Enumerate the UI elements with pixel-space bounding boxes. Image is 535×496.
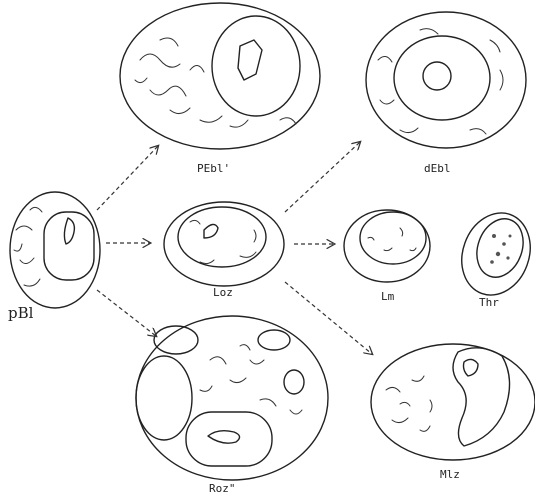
Mlz-nucleolus xyxy=(464,359,479,376)
label-PEbl: PEbl' xyxy=(197,162,230,175)
Loz-nucleolus xyxy=(204,224,218,238)
pBl-nucleolus xyxy=(64,218,74,244)
label-Lm: Lm xyxy=(381,290,395,303)
arrow-pBl-to-PEbl xyxy=(97,146,158,210)
cell-dEbl: dEbl xyxy=(366,12,526,175)
pBl-nucleus xyxy=(44,212,94,280)
Roz-inclusion-right xyxy=(258,330,290,350)
cell-PEbl: PEbl' xyxy=(120,3,320,175)
Thr-membrane xyxy=(451,203,535,305)
Loz-membrane xyxy=(164,202,284,286)
label-Thr: Thr xyxy=(479,296,499,309)
label-dEbl: dEbl xyxy=(424,162,451,175)
dEbl-nucleolus xyxy=(423,62,451,90)
Roz-large-inclusion xyxy=(136,356,192,440)
cell-Mlz: Mlz xyxy=(371,344,535,481)
PEbl-nucleus xyxy=(212,16,300,116)
Roz-inclusion-small xyxy=(284,370,304,394)
Mlz-nucleus xyxy=(453,348,510,446)
dEbl-membrane xyxy=(366,12,526,148)
cell-Lm: Lm xyxy=(344,210,430,303)
Mlz-membrane xyxy=(371,344,535,460)
arrow-Loz-to-dEbl xyxy=(285,142,360,212)
Roz-nucleus xyxy=(186,412,272,466)
Thr-granules xyxy=(490,234,511,264)
label-Loz: Loz xyxy=(213,286,233,299)
cell-Roz: Roz" xyxy=(136,316,328,495)
label-Roz: Roz" xyxy=(209,482,236,495)
Roz-nucleolus xyxy=(208,431,240,443)
Loz-nucleus xyxy=(178,207,266,267)
arrow-pBl-to-Roz xyxy=(97,290,156,336)
Roz-inclusion-top xyxy=(154,326,198,354)
Lm-nucleus xyxy=(360,212,426,264)
PEbl-membrane xyxy=(120,3,320,149)
PEbl-nucleolus xyxy=(238,40,262,80)
label-Mlz: Mlz xyxy=(440,468,460,481)
cell-Thr: Thr xyxy=(451,203,535,309)
cell-Loz: Loz xyxy=(164,202,284,299)
label-pBl: pBl xyxy=(8,304,34,322)
cell-pBl xyxy=(10,192,100,308)
arrows xyxy=(97,142,372,354)
Roz-membrane xyxy=(136,316,328,480)
dEbl-nucleus xyxy=(394,36,490,120)
arrow-Loz-to-Mlz xyxy=(285,282,372,354)
pBl-membrane xyxy=(10,192,100,308)
